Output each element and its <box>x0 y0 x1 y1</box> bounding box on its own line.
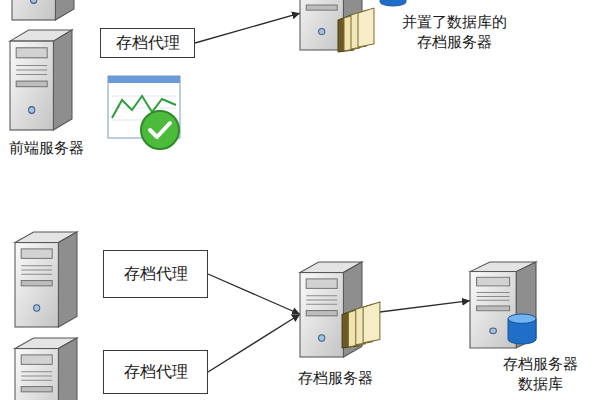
server-icon <box>15 338 77 400</box>
agent-label: 存档代理 <box>124 264 188 284</box>
server-shape <box>470 262 536 348</box>
server-icon <box>300 262 412 377</box>
connector-arrow <box>208 274 300 314</box>
database-icon <box>380 0 406 6</box>
server-icon <box>15 232 77 327</box>
check-mark <box>150 123 170 137</box>
server-node: 并置了数据库的 存档服务器 <box>300 0 362 50</box>
server-label: 前端服务器 <box>0 138 94 158</box>
server-node: 前端服务器 <box>10 30 72 130</box>
connector-arrow <box>208 314 300 372</box>
server-label: 存档服务器 <box>290 368 380 388</box>
server-label: 存档服务器 数据库 <box>490 354 590 394</box>
server-label: 并置了数据库的 存档服务器 <box>398 12 510 52</box>
server-node: 存档服务器 数据库 <box>470 262 536 348</box>
check-badge <box>141 111 179 149</box>
database-icon <box>508 314 536 344</box>
server-icon-box <box>300 0 362 50</box>
folders-icon <box>338 8 374 52</box>
server-shape <box>10 30 72 130</box>
server-icon <box>12 0 74 20</box>
server-node: 存档服务器 <box>300 262 362 357</box>
folders-icon <box>342 302 380 348</box>
server-icon-box <box>300 262 362 357</box>
server-icon <box>470 262 586 368</box>
server-icon-box <box>10 30 72 130</box>
agent-box: 存档代理 <box>103 350 208 394</box>
agent-box: 存档代理 <box>100 28 195 58</box>
chart-titlebar <box>108 76 180 83</box>
agent-label: 存档代理 <box>116 33 180 53</box>
connector-arrow <box>195 13 300 43</box>
server-icon <box>300 0 412 70</box>
agent-label: 存档代理 <box>124 362 188 382</box>
server-icon-box <box>470 262 536 348</box>
agent-box: 存档代理 <box>103 250 208 298</box>
